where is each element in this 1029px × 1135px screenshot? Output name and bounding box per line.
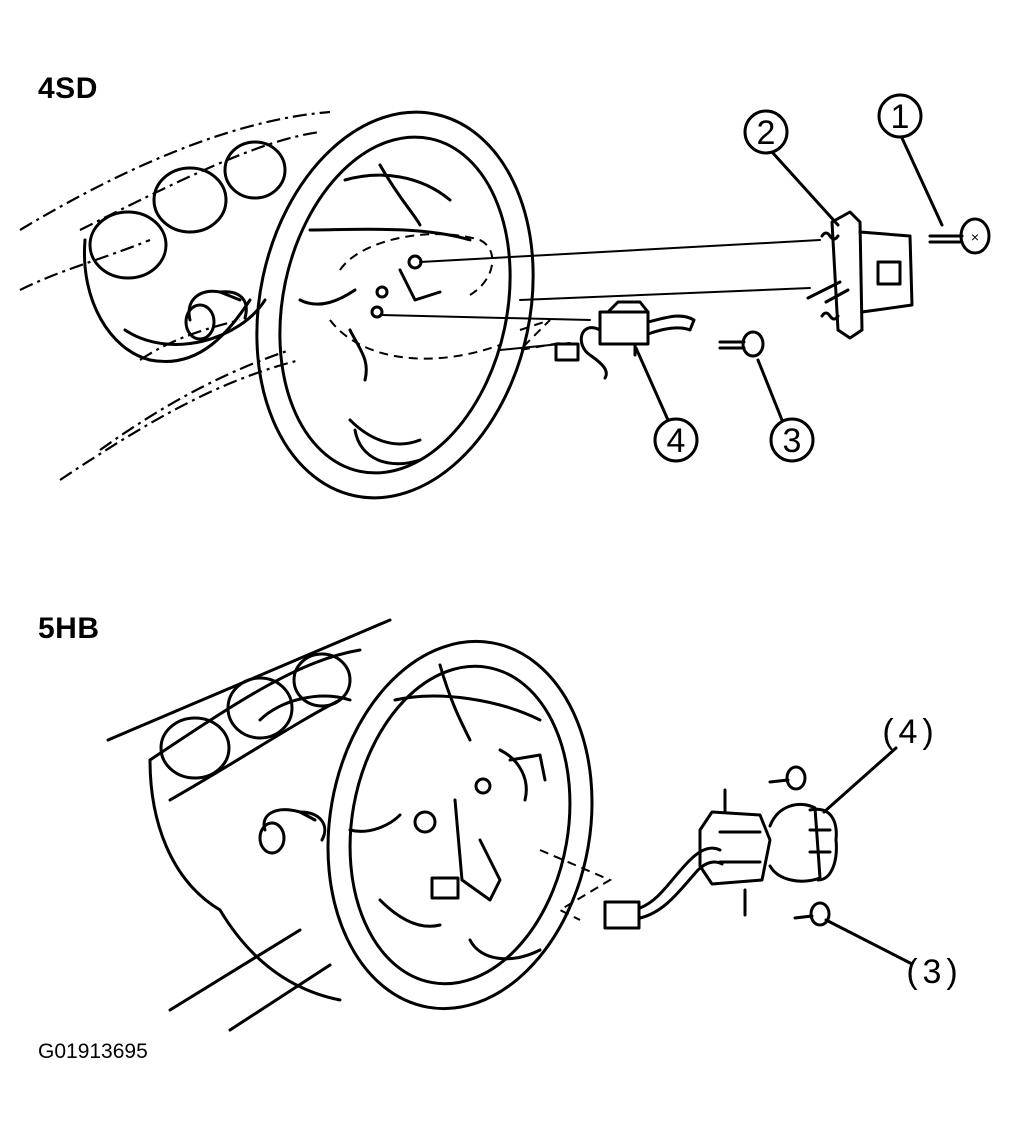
bottom-hub xyxy=(413,748,547,902)
callout-4: 4 xyxy=(653,417,699,463)
top-steering-wheel xyxy=(255,110,535,500)
top-gauge-cluster xyxy=(88,140,287,280)
top-hub xyxy=(329,233,501,382)
svg-text:): ) xyxy=(946,953,957,991)
section-label-5hb: 5HB xyxy=(38,612,100,645)
svg-text:4: 4 xyxy=(667,422,686,460)
bottom-switch-assembly xyxy=(698,788,838,917)
bottom-harness xyxy=(603,846,724,930)
svg-text:3: 3 xyxy=(923,953,942,991)
bottom-dashboard xyxy=(106,618,392,1032)
bottom-gauge-cluster xyxy=(159,652,352,780)
figure-id: G01913695 xyxy=(38,1040,148,1063)
callout-1: 1 xyxy=(877,93,923,139)
svg-text:×: × xyxy=(971,229,979,245)
bottom-leader-lines xyxy=(539,849,613,921)
callout-3: 3 xyxy=(769,417,815,463)
callout-bottom-3: 3 ( ) xyxy=(906,953,957,991)
section-label-4sd: 4SD xyxy=(38,72,98,105)
svg-text:(: ( xyxy=(906,953,918,991)
svg-text:): ) xyxy=(922,713,933,751)
callout-2: 2 xyxy=(743,109,789,155)
top-leader-lines xyxy=(379,239,821,352)
svg-text:3: 3 xyxy=(783,422,802,460)
top-screw-1: × xyxy=(928,217,991,255)
top-dashboard xyxy=(19,110,331,481)
bottom-screw-lower xyxy=(793,901,831,927)
svg-text:2: 2 xyxy=(757,114,776,152)
svg-text:1: 1 xyxy=(891,98,910,136)
top-column-stalk xyxy=(184,289,248,341)
callout-bottom-4: 4 ( ) xyxy=(882,713,933,751)
top-switch-bracket xyxy=(806,210,914,340)
svg-text:4: 4 xyxy=(899,713,918,751)
bottom-column-stalk xyxy=(258,808,327,855)
top-switch-4 xyxy=(554,300,696,380)
bottom-steering-wheel xyxy=(326,639,594,1011)
top-screw-3 xyxy=(718,330,765,358)
svg-text:(: ( xyxy=(882,713,894,751)
bottom-screw-upper xyxy=(768,765,807,791)
